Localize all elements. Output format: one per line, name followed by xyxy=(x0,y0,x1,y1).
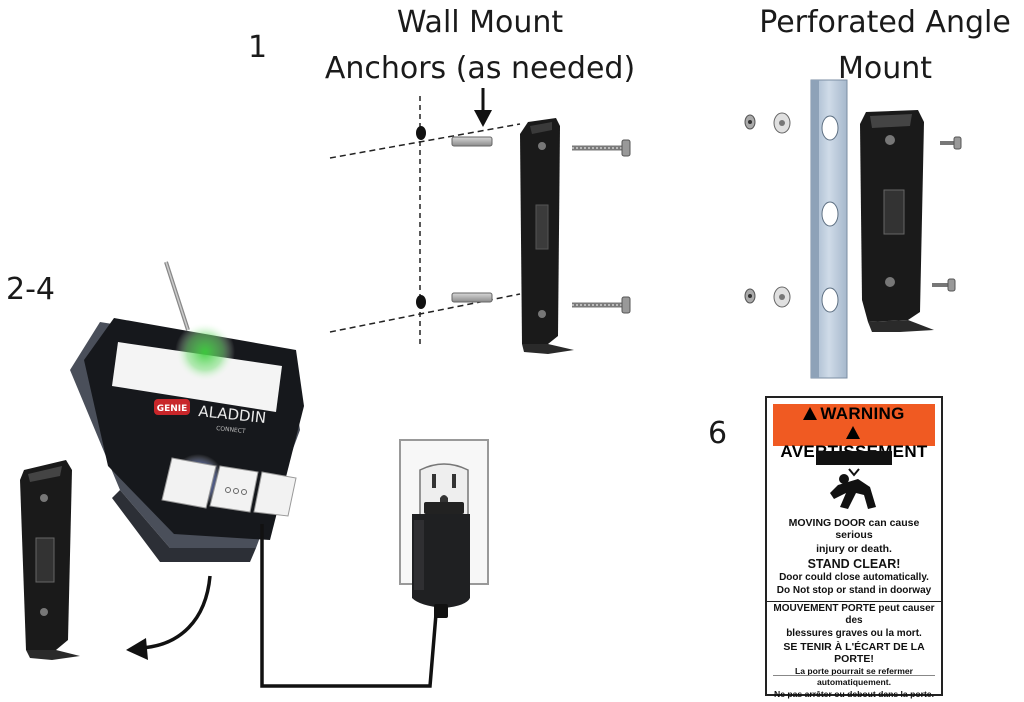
device-button-3[interactable] xyxy=(253,471,297,517)
angle-bolt-top xyxy=(940,136,962,150)
warning-triangle-icon xyxy=(845,426,860,439)
wall-screw-bottom xyxy=(572,296,631,314)
warning-en-stand-clear: STAND CLEAR! xyxy=(807,557,901,571)
wall-hole-bottom xyxy=(416,295,426,309)
angle-mount-heading-line1: Perforated Angle xyxy=(759,5,1011,40)
warning-fr-line3: La porte pourrait se refermer automatiqu… xyxy=(795,666,913,687)
warning-en-line4: Do Not stop or stand in doorway xyxy=(776,585,932,596)
warning-triangle-icon xyxy=(803,407,818,420)
warning-title-en: WARNING xyxy=(820,404,905,423)
angle-mount-heading-line2: Mount xyxy=(837,51,933,86)
warning-fr-line2: blessures graves ou la mort. xyxy=(786,628,922,639)
warning-fr-stand-clear: SE TENIR À L'ÉCART DE LA PORTE! xyxy=(783,641,925,665)
step-label-2-4: 2-4 xyxy=(6,272,55,307)
wall-mount-heading: Wall Mount Anchors (as needed) xyxy=(300,0,660,92)
wall-anchor-bottom xyxy=(451,292,493,303)
warning-label-footer xyxy=(773,675,935,688)
angle-mount-group xyxy=(744,79,962,379)
genie-logo xyxy=(154,399,190,415)
warning-fr-line4: Ne pas arrêter ou debout dans la porte. xyxy=(774,689,934,699)
warning-en-line3: Door could close automatically. xyxy=(779,572,929,583)
down-arrow-icon xyxy=(474,88,492,127)
step-label-1: 1 xyxy=(248,30,268,65)
wall-mount-heading-line2: Anchors (as needed) xyxy=(324,51,636,86)
warning-en-line1: MOVING DOOR can cause serious xyxy=(788,517,920,541)
nut-washer-top xyxy=(744,112,791,134)
warning-label: WARNING AVERTISSEMENT MOVING DOOR can ca… xyxy=(765,396,943,699)
wall-screw-top xyxy=(572,139,631,157)
aladdin-connect-device: GENIE ALADDIN CONNECT xyxy=(70,261,304,562)
person-crushed-icon xyxy=(816,451,892,509)
status-led-green xyxy=(175,322,235,382)
angle-mount-heading: Perforated Angle Mount xyxy=(735,0,1024,92)
warning-en-line2: injury or death. xyxy=(816,543,892,555)
curved-arrow-icon xyxy=(126,575,212,660)
wall-bracket xyxy=(520,118,574,354)
wall-mount-heading-line1: Wall Mount xyxy=(396,5,564,40)
power-adapter xyxy=(412,502,470,618)
warning-divider xyxy=(767,601,941,602)
wall-hole-top xyxy=(416,126,426,140)
product-sub: CONNECT xyxy=(216,425,246,435)
angle-bolt-bottom xyxy=(932,278,956,292)
wall-mount-group xyxy=(329,88,631,354)
nut-washer-bottom xyxy=(744,286,791,308)
warning-fr-line1: MOUVEMENT PORTE peut causer des xyxy=(773,603,935,626)
power-cord xyxy=(260,524,438,688)
detached-bracket xyxy=(20,460,80,660)
step-label-6: 6 xyxy=(708,416,728,451)
device-button-1[interactable] xyxy=(161,457,217,509)
perforated-angle-rail xyxy=(810,79,848,379)
angle-bracket xyxy=(860,110,934,332)
warning-band: WARNING AVERTISSEMENT xyxy=(773,404,935,461)
wall-dashed-line-top xyxy=(329,123,521,159)
wall-anchor-top xyxy=(451,136,493,147)
genie-logo-text: GENIE xyxy=(157,404,188,414)
